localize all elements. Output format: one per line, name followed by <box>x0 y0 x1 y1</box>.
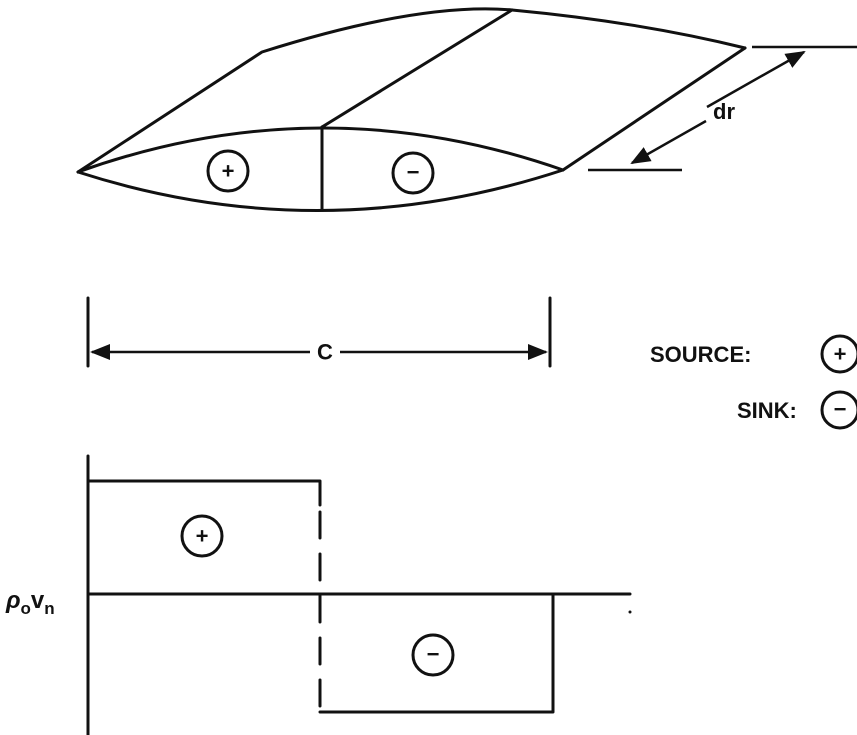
mid-chord-top-line <box>320 8 514 129</box>
wing-sink-circle <box>391 151 435 195</box>
sink-block <box>318 592 555 714</box>
legend-source-symbol: + <box>834 342 847 367</box>
chord-label: C <box>317 340 333 365</box>
plot-source-circle <box>180 514 224 558</box>
source-block <box>86 479 322 507</box>
chord-dimension: C <box>86 296 552 368</box>
wing-trailing-edge <box>561 46 747 172</box>
plot-sink-symbol: − <box>427 642 440 667</box>
span-dimension: dr <box>588 45 857 172</box>
wing-sink-symbol: − <box>407 160 420 185</box>
span-arrow-upper <box>706 50 806 109</box>
legend-source-label: SOURCE: <box>650 342 751 367</box>
y-label-rho: ρ <box>5 587 21 614</box>
distribution-y-label: ρovn <box>5 587 55 618</box>
airfoil-lower-surface <box>76 168 565 212</box>
legend-sink-circle <box>820 390 857 430</box>
wing-top-far-edge <box>76 7 747 174</box>
legend: SOURCE: + SINK: − <box>650 334 857 430</box>
distribution-plot: + − ρovn <box>5 454 632 735</box>
plot-source-symbol: + <box>196 524 209 549</box>
y-label-sub-n: n <box>44 599 54 618</box>
wing-source-circle <box>206 149 250 193</box>
wing-source-symbol: + <box>222 159 235 184</box>
y-label-v: v <box>31 587 45 614</box>
airfoil-upper-surface <box>76 126 565 174</box>
wing-section: + − <box>76 7 747 212</box>
y-label-sub-o: o <box>21 599 31 618</box>
span-arrow-lower <box>630 119 707 165</box>
span-label: dr <box>713 99 735 124</box>
legend-sink-label: SINK: <box>737 398 797 423</box>
legend-sink-symbol: − <box>834 397 847 422</box>
baseline-end-dot <box>628 610 632 614</box>
plot-sink-circle <box>411 633 455 677</box>
legend-source-circle <box>820 334 857 374</box>
